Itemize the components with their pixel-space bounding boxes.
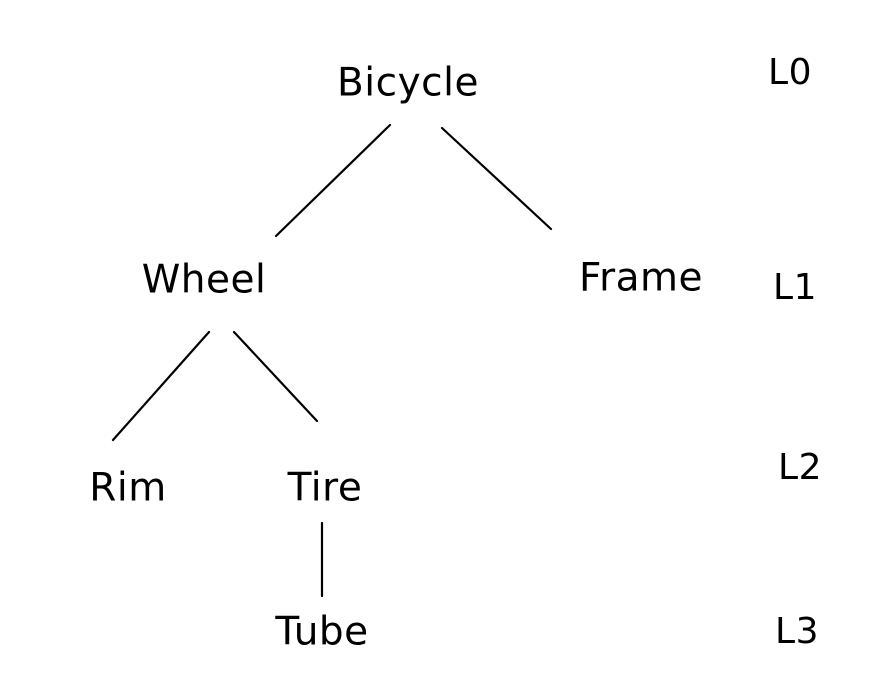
edge-wheel-rim xyxy=(111,330,211,442)
edge-bicycle-frame xyxy=(440,126,553,231)
level-label-l0: L0 xyxy=(768,52,812,93)
node-rim[interactable]: Rim xyxy=(89,465,167,511)
node-wheel[interactable]: Wheel xyxy=(141,257,267,303)
node-bicycle[interactable]: Bicycle xyxy=(337,60,479,106)
node-frame[interactable]: Frame xyxy=(578,255,704,301)
level-label-l1: L1 xyxy=(773,267,817,308)
edge-bicycle-wheel xyxy=(274,123,392,238)
level-label-l3: L3 xyxy=(775,611,819,652)
node-tube[interactable]: Tube xyxy=(275,609,369,655)
edge-wheel-tire xyxy=(232,330,319,423)
level-label-l2: L2 xyxy=(778,447,822,488)
node-tire[interactable]: Tire xyxy=(287,465,363,511)
